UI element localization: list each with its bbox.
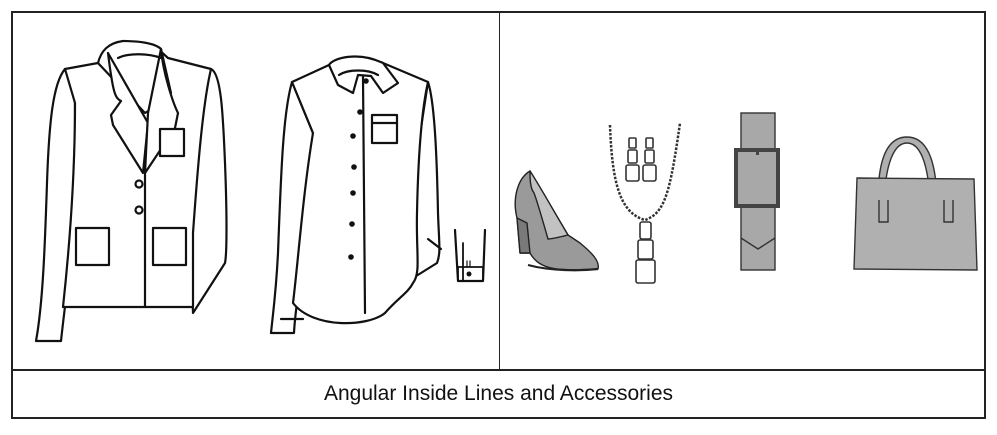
necklace-earrings-icon [608, 122, 682, 284]
accessories-illustration [514, 112, 978, 284]
figure-caption: Angular Inside Lines and Accessories [323, 382, 674, 405]
blazer-icon [34, 39, 228, 343]
pump-shoe-icon [514, 170, 599, 272]
handbag-icon [853, 136, 978, 271]
garments-illustration [34, 39, 487, 343]
caption-row: Angular Inside Lines and Accessories [13, 369, 984, 417]
cuff-detail-icon [453, 228, 487, 283]
garments-panel [13, 13, 500, 369]
accessories-panel [500, 13, 984, 369]
figure-frame: Angular Inside Lines and Accessories [11, 11, 986, 419]
shirt-icon [269, 55, 443, 335]
belt-icon [734, 112, 780, 271]
